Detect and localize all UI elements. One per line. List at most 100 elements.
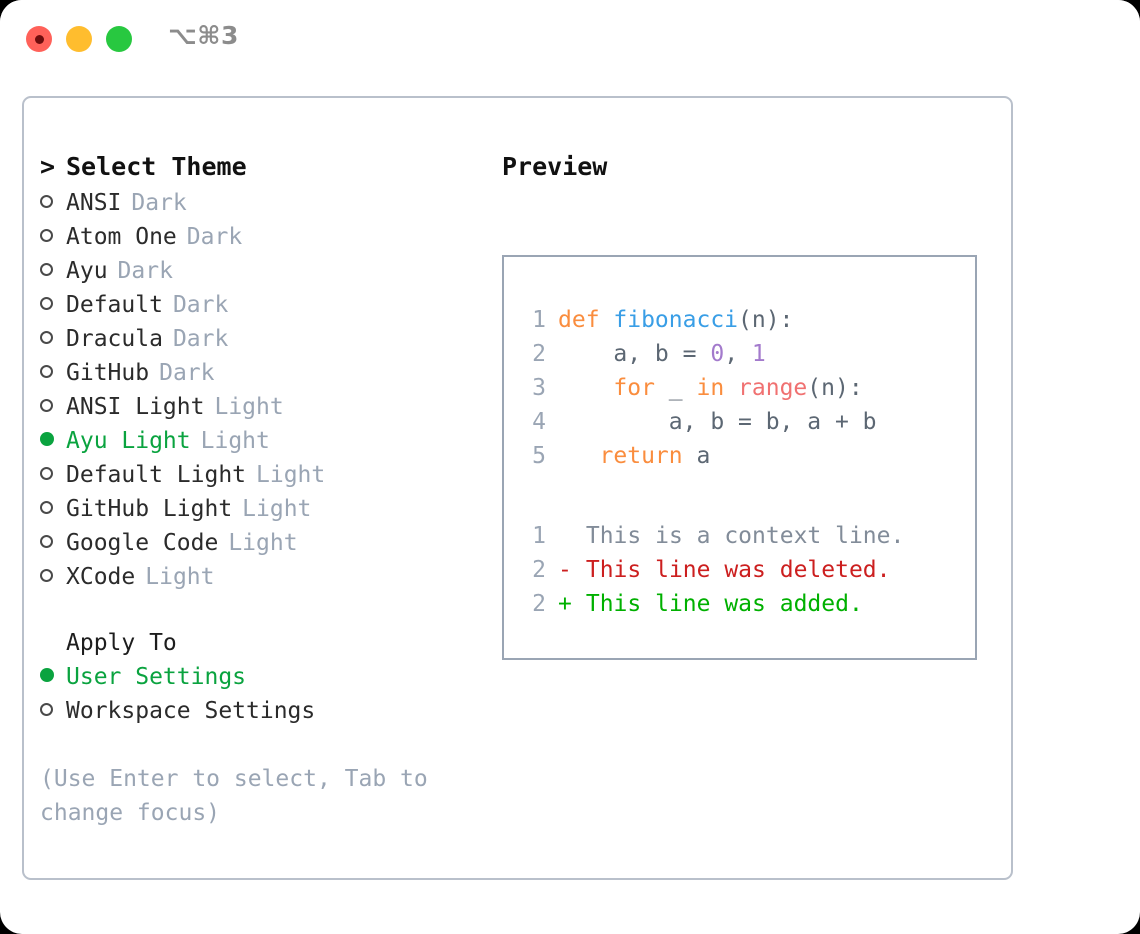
theme-kind-label: Dark xyxy=(117,258,173,284)
line-number: 2 xyxy=(532,341,546,367)
theme-picker-title-row: > Select Theme xyxy=(40,148,490,186)
minimize-button-icon[interactable] xyxy=(66,26,92,52)
radio-unselected-icon[interactable] xyxy=(40,220,66,254)
maximize-button-icon[interactable] xyxy=(106,26,132,52)
keyboard-hint-text: (Use Enter to select, Tab to change focu… xyxy=(40,766,428,826)
radio-unselected-icon[interactable] xyxy=(40,322,66,356)
theme-name-label: Google Code xyxy=(66,530,219,556)
theme-kind-label: Light xyxy=(256,462,326,488)
code-line: 1 def fibonacci(n): xyxy=(516,303,965,337)
theme-kind-label: Light xyxy=(242,496,312,522)
code-token: 1 xyxy=(751,341,766,367)
line-number: 1 xyxy=(532,523,546,549)
code-token: def xyxy=(558,307,614,333)
apply-to-option-label: User Settings xyxy=(66,664,247,690)
caret-icon: > xyxy=(40,152,56,181)
theme-name-label: GitHub xyxy=(66,360,150,386)
diff-line-text: This is a context line. xyxy=(585,523,905,549)
line-number: 3 xyxy=(532,375,546,401)
code-token xyxy=(724,375,738,401)
theme-item-default[interactable]: Default Dark xyxy=(40,288,490,322)
theme-kind-label: Light xyxy=(214,394,284,420)
radio-unselected-icon[interactable] xyxy=(40,186,66,220)
code-line: 5 return a xyxy=(516,439,965,473)
code-token: , xyxy=(724,341,752,367)
theme-item-github-light[interactable]: GitHub Light Light xyxy=(40,492,490,526)
theme-picker-column: > Select Theme ANSI Dark Atom One Dark A… xyxy=(40,148,490,830)
code-token xyxy=(558,443,600,469)
theme-name-label: Atom One xyxy=(66,224,177,250)
radio-unselected-icon[interactable] xyxy=(40,560,66,594)
theme-item-dracula[interactable]: Dracula Dark xyxy=(40,322,490,356)
theme-kind-label: Dark xyxy=(172,326,229,352)
keyboard-shortcut-label: ⌥⌘3 xyxy=(168,21,239,50)
code-line: 2 a, b = 0, 1 xyxy=(516,337,965,371)
theme-name-label: Dracula xyxy=(66,326,163,352)
code-preview-content: 1 def fibonacci(n): 2 a, b = 0, 1 3 for … xyxy=(516,303,965,621)
code-token: (n): xyxy=(807,375,863,401)
theme-kind-label: Light xyxy=(200,428,270,454)
theme-name-label: Ayu Light xyxy=(66,428,191,454)
code-line-text: a, b = b, a + b xyxy=(558,405,877,439)
radio-unselected-icon[interactable] xyxy=(40,694,66,728)
radio-unselected-icon[interactable] xyxy=(40,254,66,288)
theme-item-github[interactable]: GitHub Dark xyxy=(40,356,490,390)
title-bar: ⌥⌘3 xyxy=(0,0,1140,78)
radio-unselected-icon[interactable] xyxy=(40,492,66,526)
theme-item-xcode[interactable]: XCode Light xyxy=(40,560,490,594)
code-line-text: return a xyxy=(558,439,711,473)
apply-to-workspace-settings[interactable]: Workspace Settings xyxy=(40,694,490,728)
theme-item-ayu[interactable]: Ayu Dark xyxy=(40,254,490,288)
theme-name-label: Default xyxy=(66,292,163,318)
theme-item-ayu-light[interactable]: Ayu Light Light xyxy=(40,424,490,458)
line-number: 5 xyxy=(532,443,546,469)
radio-unselected-icon[interactable] xyxy=(40,458,66,492)
preview-title: Preview xyxy=(502,152,608,181)
theme-kind-label: Light xyxy=(228,530,298,556)
theme-item-google-code[interactable]: Google Code Light xyxy=(40,526,490,560)
theme-name-label: Ayu xyxy=(66,258,108,284)
code-token: fibonacci xyxy=(613,307,739,333)
traffic-light-group xyxy=(26,26,132,52)
page-title: Select Theme xyxy=(66,152,247,181)
radio-selected-icon[interactable] xyxy=(40,424,66,458)
theme-kind-label: Dark xyxy=(186,224,243,250)
code-line-text: def fibonacci(n): xyxy=(558,303,793,337)
theme-item-ansi-light[interactable]: ANSI Light Light xyxy=(40,390,490,424)
radio-unselected-icon[interactable] xyxy=(40,526,66,560)
close-button-icon[interactable] xyxy=(26,26,52,52)
theme-item-atom-one[interactable]: Atom One Dark xyxy=(40,220,490,254)
apply-to-heading: Apply To xyxy=(66,630,177,656)
theme-name-label: ANSI Light xyxy=(66,394,205,420)
radio-unselected-icon[interactable] xyxy=(40,356,66,390)
radio-unselected-icon[interactable] xyxy=(40,390,66,424)
code-token: in xyxy=(696,375,725,401)
radio-selected-icon[interactable] xyxy=(40,660,66,694)
line-number: 4 xyxy=(532,409,546,435)
theme-name-label: XCode xyxy=(66,564,136,590)
code-preview-box: 1 def fibonacci(n): 2 a, b = 0, 1 3 for … xyxy=(502,255,977,660)
radio-unselected-icon[interactable] xyxy=(40,288,66,322)
diff-line-context: 1 This is a context line. xyxy=(516,519,965,553)
code-blank-line xyxy=(516,473,965,507)
diff-line-deleted: 2 - This line was deleted. xyxy=(516,553,965,587)
code-token: (n): xyxy=(738,307,794,333)
code-blank-line xyxy=(516,507,965,519)
code-line-text: for _ in range(n): xyxy=(558,371,863,405)
line-number: 2 xyxy=(532,591,546,617)
main-panel: > Select Theme ANSI Dark Atom One Dark A… xyxy=(22,96,1013,880)
apply-to-user-settings[interactable]: User Settings xyxy=(40,660,490,694)
code-token: 0 xyxy=(710,341,725,367)
code-token: for xyxy=(613,375,655,401)
theme-name-label: Default Light xyxy=(66,462,247,488)
code-token: return xyxy=(599,443,683,469)
line-number: 1 xyxy=(532,307,546,333)
theme-item-ansi[interactable]: ANSI Dark xyxy=(40,186,490,220)
theme-kind-label: Light xyxy=(145,564,215,590)
diff-sign: + xyxy=(558,591,572,617)
code-line-text: a, b = 0, 1 xyxy=(558,337,766,371)
code-token: a xyxy=(682,443,711,469)
theme-item-default-light[interactable]: Default Light Light xyxy=(40,458,490,492)
code-token: a, b = xyxy=(558,341,711,367)
